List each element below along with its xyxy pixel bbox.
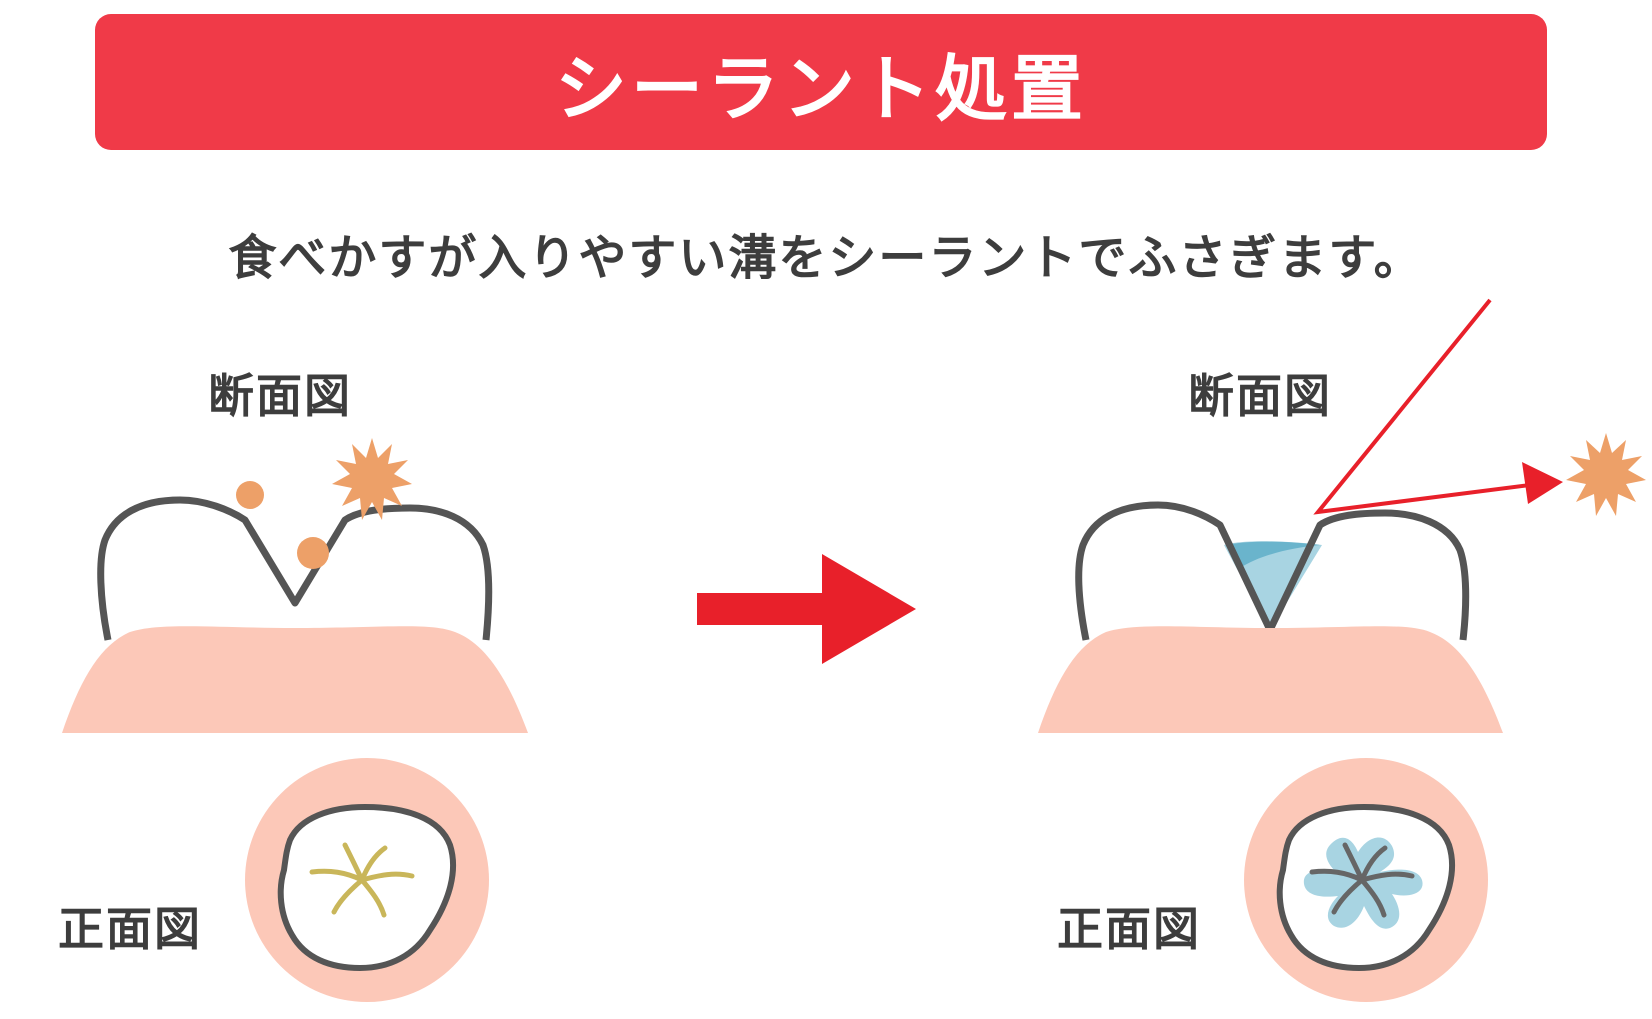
before-gum xyxy=(62,626,528,733)
before-front-view xyxy=(245,758,489,1002)
food-particle-icon xyxy=(297,537,329,569)
sealant-highlight xyxy=(1226,541,1320,568)
starburst-icon xyxy=(332,438,412,520)
description-text: 食べかすが入りやすい溝をシーラントでふさぎます。 xyxy=(228,230,1424,286)
before-front-label: 正面図 xyxy=(58,902,202,956)
before-cross-section xyxy=(62,438,528,733)
after-gum xyxy=(1038,626,1503,733)
right-arrow-icon xyxy=(697,554,916,664)
sealant-fill xyxy=(1224,541,1322,630)
pointer-arrow xyxy=(1313,298,1531,515)
food-particle-icon xyxy=(236,481,264,509)
before-section-label: 断面図 xyxy=(208,369,352,423)
page-title: シーラント処置 xyxy=(554,46,1087,131)
sealed-groove xyxy=(1309,842,1415,918)
before-tooth-crown xyxy=(97,496,493,641)
after-cross-section xyxy=(1038,501,1503,733)
groove-stain xyxy=(309,842,415,918)
after-section-label: 断面図 xyxy=(1188,369,1332,423)
after-front-view xyxy=(1244,758,1488,1002)
starburst-icon xyxy=(1566,433,1646,516)
arrowhead-icon xyxy=(1522,462,1563,504)
title-banner: シーラント処置 xyxy=(95,14,1547,150)
after-front-label: 正面図 xyxy=(1057,902,1201,956)
